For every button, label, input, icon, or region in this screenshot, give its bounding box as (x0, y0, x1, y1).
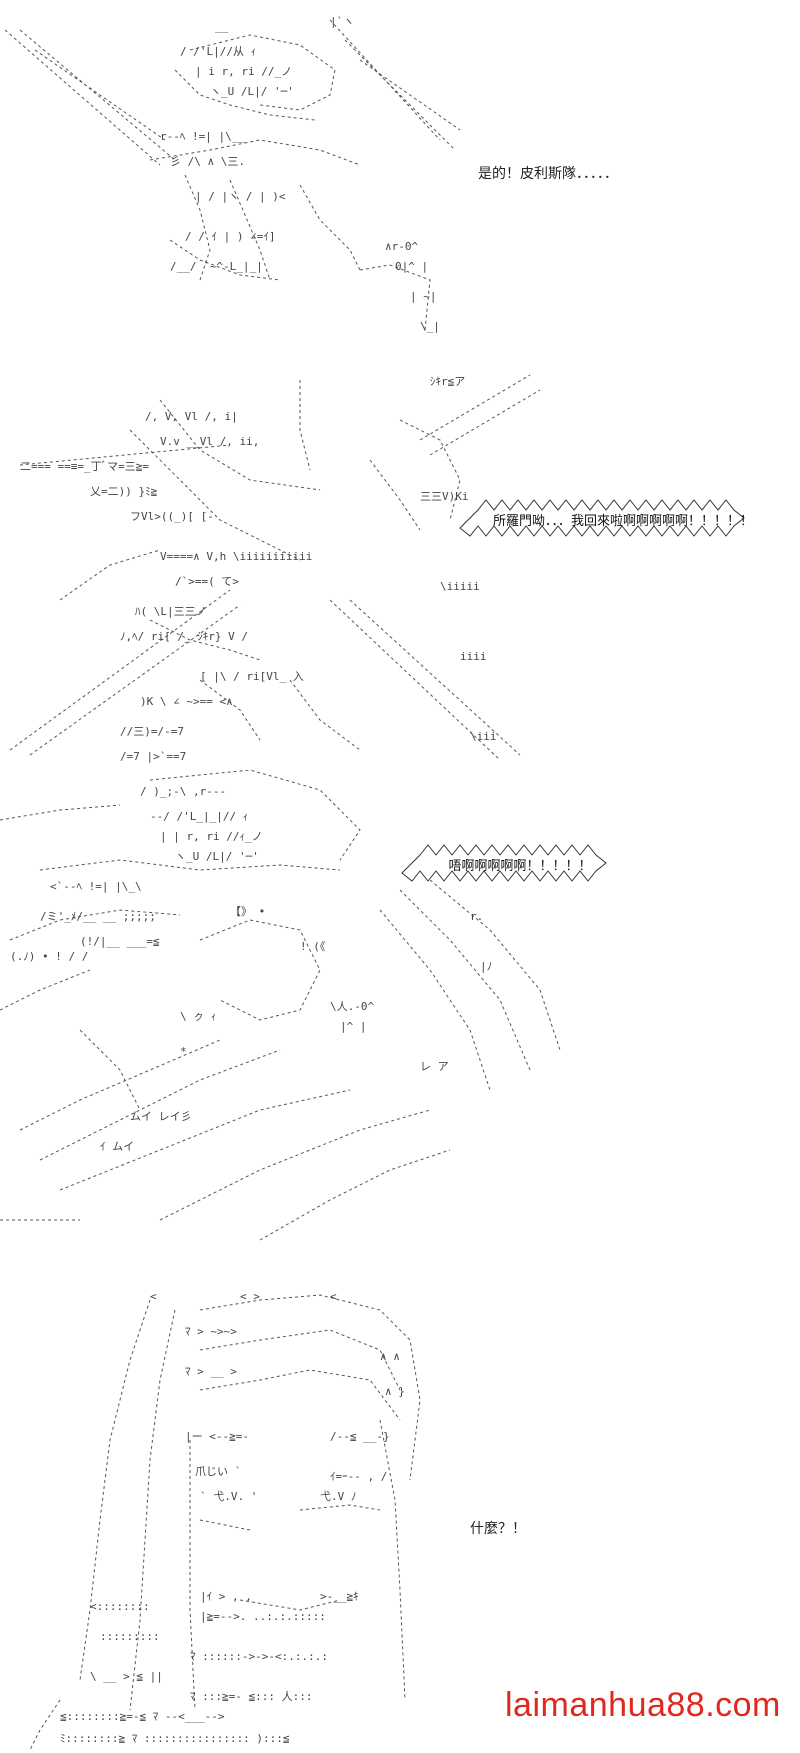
svg-text:フVl>((_)[ [-: フVl>((_)[ [- (130, 510, 214, 523)
svg-text:/=7 |>`==7: /=7 |>`==7 (120, 750, 186, 763)
svg-text:| ~|: | ~| (410, 290, 437, 303)
svg-text:|ｲ > , ,: |ｲ > , , (200, 1590, 252, 1603)
panel-3-speech-bubble: 唔啊啊啊啊啊！！！！！ (420, 842, 620, 886)
panel-4: < < > < ﾏ > ~>~> ﾏ > __ > ∧ ∧ ∧ } |ー <--… (0, 1280, 800, 1753)
panel-3-bubble-outline (401, 844, 607, 882)
panel-3: / )_;-\ ,r--- --/ /'L_|_|// ｨ | | r, ri … (0, 770, 800, 1280)
svg-text:/`>==( て>: /`>==( て> (175, 575, 239, 588)
svg-text:| i r, ri //_ノ: | i r, ri //_ノ (195, 65, 292, 78)
svg-text:ｲ=ｰ-- , /: ｲ=ｰ-- , / (330, 1470, 387, 1483)
svg-text:| / |ヽ / | )<: | / |ヽ / | )< (195, 190, 286, 203)
svg-text:/--≦ __-}: /--≦ __-} (330, 1430, 390, 1443)
svg-text:ヽ_U /L|/ '─': ヽ_U /L|/ '─' (175, 850, 259, 863)
svg-text:\人.-0^: \人.-0^ (330, 1000, 374, 1013)
svg-text:弋.V ﾉ: 弋.V ﾉ (320, 1490, 356, 1503)
svg-text:ｲ ムイ: ｲ ムイ (100, 1140, 134, 1153)
svg-text:\iiiii: \iiiii (440, 580, 480, 593)
svg-text:*: * (180, 1045, 187, 1058)
svg-text:(!/|__ ___=≦: (!/|__ ___=≦ (80, 935, 160, 948)
svg-text:r.: r. (470, 910, 483, 923)
svg-text:/ミ'_ﾒ/__ __ ;;;;;: /ミ'_ﾒ/__ __ ;;;;; (40, 910, 156, 923)
svg-text:0|^ |: 0|^ | (395, 260, 428, 273)
svg-text:|`ヽ: |`ヽ (330, 15, 354, 28)
svg-text:\ __ > ≦ ||: \ __ > ≦ || (90, 1670, 163, 1683)
svg-text:)K \ ∠ ~>== <∧: )K \ ∠ ~>== <∧ (140, 695, 233, 708)
svg-text:<::::::::: <:::::::: (90, 1600, 150, 1613)
panel-3-ascii-art: / )_;-\ ,r--- --/ /'L_|_|// ｨ | | r, ri … (0, 770, 607, 1241)
panel-1-ascii-art: __ |`ヽ / /'L|//从 ｨ | i r, ri //_ノ ヽ_U /L… (4, 15, 461, 333)
svg-text:三三V)Ki: 三三V)Ki (420, 490, 469, 503)
svg-text:! (《: ! (《 (300, 940, 325, 953)
svg-text:--/ /'L_|_|// ｨ: --/ /'L_|_|// ｨ (150, 810, 248, 823)
svg-text:レ ア: レ ア (420, 1060, 449, 1073)
svg-text:\ ㇰ ｨ: \ ㇰ ｨ (180, 1010, 216, 1023)
svg-text:ムイ レイ彡: ムイ レイ彡 (130, 1110, 192, 1123)
svg-text:爪じい `: 爪じい ` (195, 1465, 241, 1478)
svg-text:∧ ∧: ∧ ∧ (380, 1350, 400, 1363)
site-watermark: laimanhua88.com (505, 1686, 781, 1724)
svg-text:ﾏ ::::::->->-<:.:.:.:: ﾏ ::::::->->-<:.:.:.: (190, 1650, 328, 1663)
svg-text:(.ﾉ) • ! / /: (.ﾉ) • ! / / (10, 950, 88, 963)
svg-text:ﾐ::::::::≧ ﾏ ::::::::::::::::: ﾐ::::::::≧ ﾏ :::::::::::::::: ):::≦ (60, 1732, 290, 1745)
panel-2-speech-bubble: 所羅門呦．．．我回來啦啊啊啊啊啊！！！！！ (478, 497, 768, 541)
svg-text:` 弋.V. ': ` 弋.V. ' (200, 1490, 257, 1503)
svg-text:>-__≧ｷ: >-__≧ｷ (320, 1590, 359, 1603)
panel-4-dialogue: 什麼？！ (470, 1521, 526, 1537)
svg-text:V.v __Vl /, ii,: V.v __Vl /, ii, (160, 435, 259, 448)
svg-text:|ー <--≧=-: |ー <--≧=- (185, 1430, 249, 1443)
svg-text:<`--ﾍ !=| |\_\: <`--ﾍ !=| |\_\ (50, 880, 142, 893)
svg-text:/ )_;-\ ,r---: / )_;-\ ,r--- (140, 785, 226, 798)
svg-text::::::::::: ::::::::: (100, 1630, 160, 1643)
svg-text:ﾏ > __ >: ﾏ > __ > (185, 1365, 237, 1378)
svg-text:/ /'L|//从 ｨ: / /'L|//从 ｨ (180, 45, 256, 58)
panel-2-ascii-art: ｼｷr≦ア /, V, Vl /, i| V.v __Vl /, ii, 二==… (9, 374, 745, 763)
svg-text:<: < (150, 1290, 157, 1303)
panel-2: ｼｷr≦ア /, V, Vl /, i| V.v __Vl /, ii, 二==… (0, 360, 800, 770)
svg-text:ﾏ :::≧=- ≦::: 人:::: ﾏ :::≧=- ≦::: 人::: (190, 1690, 312, 1703)
svg-text:|^ |: |^ | (340, 1020, 367, 1033)
svg-text:【》 •: 【》 • (230, 905, 265, 918)
panel-1-dialogue: 是的！皮利斯隊．．．．． (478, 166, 618, 182)
svg-text:__: __ (215, 20, 229, 33)
svg-text:[ |\ / ri[Vl_ 入: [ |\ / ri[Vl_ 入 (200, 670, 304, 683)
panel-3-dialogue: 唔啊啊啊啊啊！！！！！ (448, 859, 592, 874)
svg-text:<: < (330, 1290, 337, 1303)
svg-text:|≧=-->. ..:.:.:::::: |≧=-->. ..:.:.::::: (200, 1610, 326, 1623)
svg-text:∧r-0^: ∧r-0^ (385, 240, 418, 253)
svg-text:V====∧ V,h \iiiiiiiiiii: V====∧ V,h \iiiiiiiiiii (160, 550, 312, 563)
svg-text:ヽ_U /L|/ '─': ヽ_U /L|/ '─' (210, 85, 294, 98)
svg-text:/ / ｲ | ) ∠=ｲ]: / / ｲ | ) ∠=ｲ] (185, 230, 275, 243)
svg-text:r--ﾍ !=| |\__: r--ﾍ !=| |\__ (160, 130, 245, 143)
panel-1: __ |`ヽ / /'L|//从 ｨ | i r, ri //_ノ ヽ_U /L… (0, 0, 800, 360)
svg-text:/, V, Vl /, i|: /, V, Vl /, i| (145, 410, 238, 423)
svg-text:/__/ `~^-L_|_|: /__/ `~^-L_|_| (170, 260, 263, 273)
svg-text:| | r, ri //ｨ_ノ: | | r, ri //ｨ_ノ (160, 830, 263, 843)
panel-4-ascii-art: < < > < ﾏ > ~>~> ﾏ > __ > ∧ ∧ ∧ } |ー <--… (29, 1290, 421, 1751)
svg-text:∧ }: ∧ } (385, 1385, 405, 1398)
svg-text:ﾊ( \L|三三ノ: ﾊ( \L|三三ノ (135, 605, 207, 618)
svg-text:\_|: \_| (420, 320, 440, 333)
svg-text:乂=二)) }ﾐ≧: 乂=二)) }ﾐ≧ (90, 485, 158, 498)
panel-2-dialogue: 所羅門呦．．．我回來啦啊啊啊啊啊！！！！！ (492, 514, 753, 529)
svg-text:ﾉ,ﾍ/ ri[ /_ ｼｷr} V /: ﾉ,ﾍ/ ri[ /_ ｼｷr} V / (120, 630, 248, 643)
svg-text:≦::::::::≧=-≦ ﾏ --<___-->: ≦::::::::≧=-≦ ﾏ --<___--> (60, 1710, 225, 1723)
svg-text:二=== ==≡=_丁ﾞマ=三≧=: 二=== ==≡=_丁ﾞマ=三≧= (20, 460, 149, 473)
panel-2-bubble-outline (459, 499, 745, 537)
svg-text:< >: < > (240, 1290, 260, 1303)
svg-text:彡 /\ ∧ \三.: 彡 /\ ∧ \三. (170, 155, 245, 168)
svg-text://三)=/-=7: //三)=/-=7 (120, 725, 184, 738)
svg-text:ｼｷr≦ア: ｼｷr≦ア (430, 375, 465, 388)
svg-text:iiii: iiii (460, 650, 487, 663)
svg-text:ﾏ > ~>~>: ﾏ > ~>~> (185, 1325, 237, 1338)
svg-text:\iii: \iii (470, 730, 497, 743)
svg-text:|ﾉ: |ﾉ (480, 960, 492, 973)
